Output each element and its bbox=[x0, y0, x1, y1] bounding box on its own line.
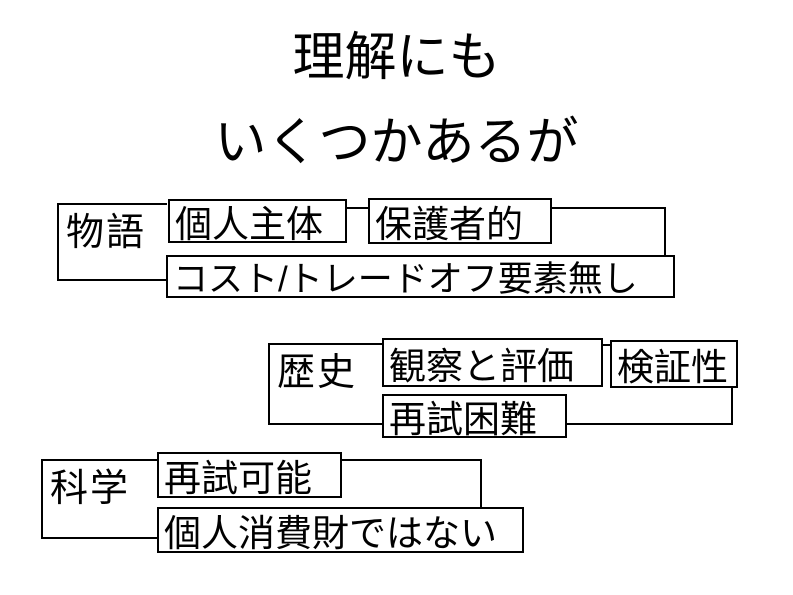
slide-title-line1: 理解にも bbox=[292, 29, 501, 87]
science-category-label: 科学 bbox=[50, 468, 131, 510]
story-category-label: 物語 bbox=[66, 212, 147, 254]
story-box-individual-subject-label: 個人主体 bbox=[175, 204, 323, 245]
history-box-observation-evaluation-label: 観察と評価 bbox=[389, 345, 574, 387]
history-category-label: 歴史 bbox=[277, 352, 358, 394]
history-box-verifiability-label: 検証性 bbox=[617, 347, 728, 388]
story-box-guardian-like: 保護者的 bbox=[368, 198, 552, 245]
science-box-not-personal-consumption-label: 個人消費財ではない bbox=[164, 513, 497, 554]
story-box-no-cost-tradeoff-label: コスト/トレードオフ要素無し bbox=[173, 260, 638, 299]
science-box-retest-possible-label: 再試可能 bbox=[164, 458, 312, 499]
history-box-verifiability: 検証性 bbox=[610, 340, 738, 388]
history-box-observation-evaluation: 観察と評価 bbox=[382, 338, 603, 387]
slide-title-line2: いくつかあるが bbox=[214, 114, 579, 172]
science-connector-line bbox=[342, 459, 482, 507]
science-category-bracket: 科学 bbox=[41, 459, 157, 539]
history-category-bracket: 歴史 bbox=[268, 343, 382, 425]
science-box-not-personal-consumption: 個人消費財ではない bbox=[157, 507, 524, 554]
history-box-retest-difficult: 再試困難 bbox=[382, 394, 567, 440]
story-box-individual-subject: 個人主体 bbox=[168, 199, 347, 245]
story-box-guardian-like-label: 保護者的 bbox=[375, 204, 523, 245]
science-box-retest-possible: 再試可能 bbox=[157, 452, 342, 499]
history-box-retest-difficult-label: 再試困難 bbox=[389, 399, 537, 440]
story-box-no-cost-tradeoff: コスト/トレードオフ要素無し bbox=[166, 255, 675, 299]
story-category-bracket: 物語 bbox=[57, 203, 167, 281]
